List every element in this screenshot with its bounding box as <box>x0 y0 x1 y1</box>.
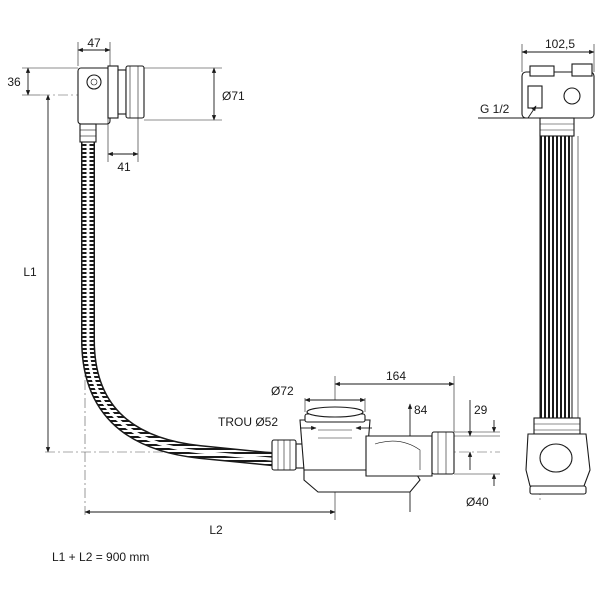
dimension-length-1: L1 <box>23 94 51 453</box>
dimension-waste-span: 164 <box>334 369 455 432</box>
overflow-hose-connector <box>79 123 97 143</box>
length-note: L1 + L2 = 900 mm <box>52 550 149 564</box>
thread-label: G 1/2 <box>480 102 510 116</box>
side-overflow-knob <box>563 87 581 105</box>
overflow-diameter-label: Ø71 <box>222 89 245 103</box>
side-waste-base <box>525 417 591 495</box>
dimension-overflow-depth: 41 <box>107 118 139 174</box>
waste-height-label: 84 <box>414 403 428 417</box>
dimension-waste-height: 84 <box>407 403 428 512</box>
trap-body <box>365 435 433 477</box>
outlet-diameter-label: Ø40 <box>466 495 489 509</box>
side-view: 102,5 G 1/2 <box>478 37 595 500</box>
overflow-assembly <box>77 65 145 143</box>
waste-plug <box>306 406 364 418</box>
side-trap <box>539 443 573 473</box>
waste-assembly <box>271 406 455 493</box>
flexible-hose <box>81 138 281 467</box>
overflow-height-label: 36 <box>7 75 21 89</box>
overflow-flange <box>107 65 119 119</box>
outlet-offset-label: 29 <box>474 403 488 417</box>
overflow-cover <box>125 65 145 119</box>
dimension-length-2: L2 <box>84 492 336 537</box>
side-overflow-head <box>521 63 595 137</box>
length-2-label: L2 <box>209 523 223 537</box>
g-half-inlet <box>527 85 543 109</box>
overflow-nut <box>117 69 127 115</box>
waste-span-label: 164 <box>386 369 406 383</box>
front-view: 47 36 Ø71 41 L1 <box>7 36 500 537</box>
overflow-width-label: 47 <box>87 36 101 50</box>
dimension-thread: G 1/2 <box>478 102 537 119</box>
dimension-overflow-diameter: Ø71 <box>144 67 245 121</box>
waste-hole-label: TROU Ø52 <box>218 415 278 429</box>
outlet-spigot <box>431 431 455 475</box>
side-flexible-hose <box>539 135 573 419</box>
dimension-side-width: 102,5 <box>521 37 595 72</box>
overflow-knob <box>86 74 102 90</box>
dimension-overflow-width: 47 <box>77 36 111 66</box>
dimension-outlet-offset: 29 <box>454 400 500 470</box>
length-1-label: L1 <box>23 265 37 279</box>
waste-diameter-label: Ø72 <box>271 384 294 398</box>
dimension-waste-hole: TROU Ø52 <box>218 415 372 431</box>
overflow-depth-label: 41 <box>117 160 131 174</box>
dimension-outlet-diameter: Ø40 <box>454 420 500 509</box>
dimension-overflow-height: 36 <box>7 67 78 96</box>
side-width-label: 102,5 <box>545 37 575 51</box>
waste-body <box>299 419 371 471</box>
